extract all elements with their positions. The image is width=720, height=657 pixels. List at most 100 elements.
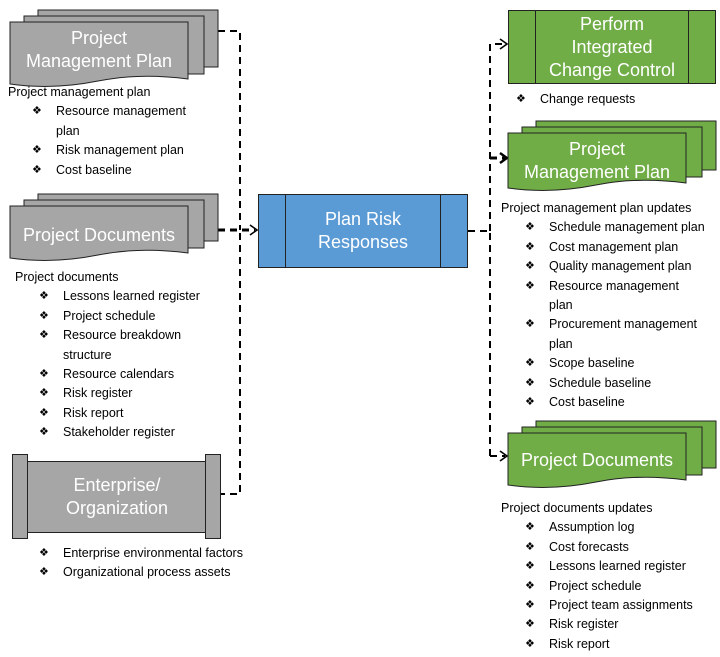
input-project-documents[interactable]: Project Documents [8,193,220,273]
diamond-bullet-icon: ❖ [32,144,42,157]
list-item: ❖Risk management plan [32,141,218,160]
diamond-bullet-icon: ❖ [525,318,535,331]
list-item: ❖Project team assignments [525,596,720,615]
title-line: Organization [65,498,169,518]
title-line: Plan Risk [324,209,402,229]
title-line: Integrated [571,36,653,57]
input-enterprise-list: ❖Enterprise environmental factors ❖Organ… [39,544,279,583]
diamond-bullet-icon: ❖ [525,396,535,409]
title-text: Project Documents [520,450,674,470]
title-line: Enterprise/ [73,475,161,495]
list-item: ❖Risk report [525,635,720,654]
list-item: ❖Risk register [39,384,245,403]
list-heading: Project management plan updates [501,201,692,215]
diamond-bullet-icon: ❖ [525,376,535,389]
title-line: Project [70,28,128,48]
diamond-bullet-icon: ❖ [525,240,535,253]
connector-output-trunk [468,230,491,456]
scroll-cap-left [12,454,28,539]
diamond-bullet-icon: ❖ [525,637,535,650]
list-heading: Project documents updates [501,501,653,515]
diamond-bullet-icon: ❖ [525,618,535,631]
output-perform-integrated-change-control[interactable]: Perform Integrated Change Control [508,10,716,84]
output-picc-list: ❖Change requests [516,90,716,109]
diamond-bullet-icon: ❖ [39,566,49,579]
diamond-bullet-icon: ❖ [525,279,535,292]
title-line: Perform [579,13,644,34]
output-pmp-list: Project management plan updates ❖Schedul… [501,199,720,412]
title-line: Change Control [548,59,676,80]
document-stack-shape [9,193,219,261]
process-side-bar-left [509,11,536,83]
diamond-bullet-icon: ❖ [525,560,535,573]
scroll-body [26,461,208,533]
output-docs-list: Project documents updates ❖Assumption lo… [501,499,720,654]
list-item: ❖Risk register [525,615,720,634]
diamond-bullet-icon: ❖ [525,579,535,592]
arrowhead-plan-risk [249,224,259,236]
output-project-management-plan[interactable]: Project Management Plan [506,120,718,200]
document-stack-shape [507,120,717,191]
list-item: ❖Risk report [39,404,245,423]
title-line: Management Plan [25,51,173,71]
diamond-bullet-icon: ❖ [525,599,535,612]
diamond-bullet-icon: ❖ [32,105,42,118]
diamond-bullet-icon: ❖ [39,290,49,303]
list-item: ❖Enterprise environmental factors [39,544,279,563]
arrowhead-picc [499,38,509,50]
list-item: ❖Lessons learned register [39,287,245,306]
list-item: ❖Resource calendars [39,365,245,384]
list-item: ❖Change requests [516,90,716,109]
diamond-bullet-icon: ❖ [39,309,49,322]
diamond-bullet-icon: ❖ [39,406,49,419]
list-item: ❖Cost baseline [32,161,218,180]
list-item: ❖Schedule baseline [525,374,720,393]
process-side-bar-left [259,195,286,267]
list-item: ❖Project schedule [39,307,245,326]
list-item: ❖Project schedule [525,577,720,596]
diamond-bullet-icon: ❖ [525,357,535,370]
process-side-bar-right [440,195,467,267]
list-item: ❖Organizational process assets [39,563,279,582]
list-heading: Project documents [15,270,119,284]
process-side-bar-right [688,11,715,83]
title-line: Responses [317,232,409,252]
input-pmp-list: Project management plan ❖Resource manage… [8,83,218,180]
diamond-bullet-icon: ❖ [525,521,535,534]
list-item: ❖Cost forecasts [525,538,720,557]
diamond-bullet-icon: ❖ [39,368,49,381]
input-project-management-plan[interactable]: Project Management Plan [8,9,220,89]
diamond-bullet-icon: ❖ [39,426,49,439]
title-line: Management Plan [523,162,671,182]
document-stack-shape [9,9,219,87]
diamond-bullet-icon: ❖ [525,540,535,553]
diamond-bullet-icon: ❖ [39,387,49,400]
list-item: ❖Lessons learned register [525,557,720,576]
connector-pmp-input [218,30,241,230]
document-stack-shape [507,420,717,488]
list-item: ❖Quality management plan [525,257,720,276]
input-enterprise-organization[interactable]: Enterprise/ Organization [12,454,222,539]
title-line: Project [568,139,626,159]
list-item: ❖Assumption log [525,518,720,537]
diamond-bullet-icon: ❖ [39,329,49,342]
diamond-bullet-icon: ❖ [516,93,526,105]
list-heading: Project management plan [8,85,151,99]
list-item: ❖Cost management plan [525,238,720,257]
output-project-documents[interactable]: Project Documents [506,420,718,500]
title-text: Project Documents [22,225,176,245]
diamond-bullet-icon: ❖ [525,260,535,273]
process-plan-risk-responses[interactable]: Plan Risk Responses [258,194,468,268]
diamond-bullet-icon: ❖ [525,221,535,234]
diamond-bullet-icon: ❖ [32,163,42,176]
scroll-cap-right [205,454,221,539]
list-item: ❖Stakeholder register [39,423,245,442]
list-item: ❖Scope baseline [525,354,720,373]
input-docs-list: Project documents ❖Lessons learned regis… [15,268,245,443]
list-item: ❖Schedule management plan [525,218,720,237]
list-item: ❖Cost baseline [525,393,720,412]
